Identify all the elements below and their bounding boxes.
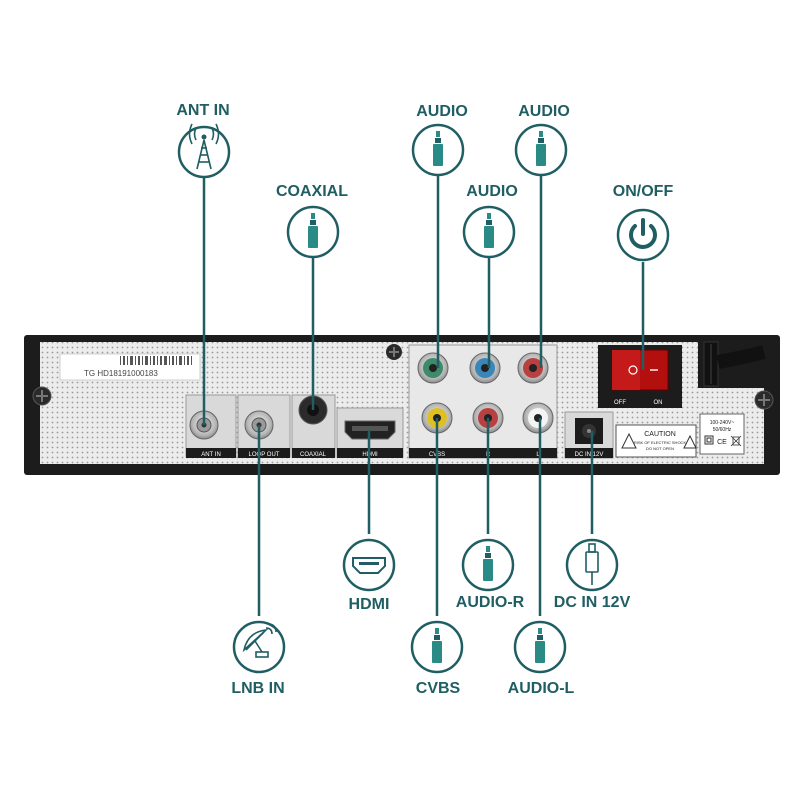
panel-screw-center (386, 344, 402, 360)
voltage-line1: 100-240V~ (710, 420, 735, 426)
coaxial-port-label: COAXIAL (300, 452, 327, 458)
audio-jack-icon (462, 205, 516, 259)
label-cvbs: CVBS (415, 680, 461, 697)
dc-plug-icon (565, 538, 619, 592)
loop-out-port[interactable]: LOOP OUT (237, 394, 291, 458)
device-back-panel: TG HD18191000183 ANT IN LOOP OUT COAXI (24, 335, 780, 475)
caution-line2: DO NOT OPEN (646, 446, 674, 451)
serial-barcode (120, 356, 192, 365)
ce-mark-icon: CE (717, 439, 727, 446)
audio-jack-icon (411, 123, 465, 177)
ant-in-port-label: ANT IN (201, 452, 221, 458)
serial-number: TG HD18191000183 (84, 369, 158, 378)
power-switch[interactable]: OFF ON (598, 345, 682, 408)
audio-jack-icon (513, 620, 567, 674)
label-audio-mid: AUDIO (466, 183, 518, 200)
switch-on-label: ON (654, 400, 663, 406)
voltage-label: 100-240V~ 50/60Hz CE (699, 413, 745, 455)
label-ant-in: ANT IN (176, 102, 230, 119)
connector-lines (202, 175, 645, 616)
label-hdmi: HDMI (348, 596, 390, 613)
antenna-tower-icon (177, 123, 231, 179)
label-audio-top-left: AUDIO (416, 103, 468, 120)
weee-bin-icon (730, 435, 742, 447)
satellite-dish-icon (232, 620, 286, 674)
audio-jack-icon (286, 205, 340, 259)
dc-in-port[interactable]: DC IN 12V (564, 411, 614, 459)
rca-jack-red-top[interactable] (517, 352, 549, 384)
audio-jack-icon (461, 538, 515, 592)
rca-jack-white[interactable] (522, 402, 554, 434)
coaxial-port[interactable]: COAXIAL (291, 394, 336, 458)
loop-out-port-label: LOOP OUT (249, 452, 280, 458)
label-on-off: ON/OFF (612, 183, 674, 200)
label-dc-in: DC IN 12V (553, 594, 631, 611)
caution-title: CAUTION (644, 431, 676, 438)
caution-label: CAUTION RISK OF ELECTRIC SHOCK DO NOT OP… (615, 424, 697, 458)
l-port-label: L (536, 452, 540, 458)
hdmi-connector-icon (342, 538, 396, 592)
power-cord (698, 341, 766, 388)
serial-sticker: TG HD18191000183 (59, 353, 201, 381)
frame-screw-right (754, 390, 774, 410)
frame-screw-left (32, 386, 52, 406)
audio-jack-icon (514, 123, 568, 177)
audio-jack-icon (410, 620, 464, 674)
label-audio-r: AUDIO-R (455, 594, 525, 611)
label-lnb-in: LNB IN (231, 680, 285, 697)
dc-port-label: DC IN 12V (575, 452, 604, 458)
label-audio-l: AUDIO-L (507, 680, 575, 697)
ant-in-port[interactable]: ANT IN (185, 394, 237, 458)
rca-jack-green[interactable] (417, 352, 449, 384)
label-coaxial: COAXIAL (276, 183, 348, 200)
voltage-line2: 50/60Hz (713, 427, 732, 433)
label-audio-top-right: AUDIO (518, 103, 570, 120)
caution-line1: RISK OF ELECTRIC SHOCK (634, 440, 687, 445)
rca-jack-blue[interactable] (469, 352, 501, 384)
power-icon (616, 208, 670, 262)
switch-off-label: OFF (614, 400, 626, 406)
